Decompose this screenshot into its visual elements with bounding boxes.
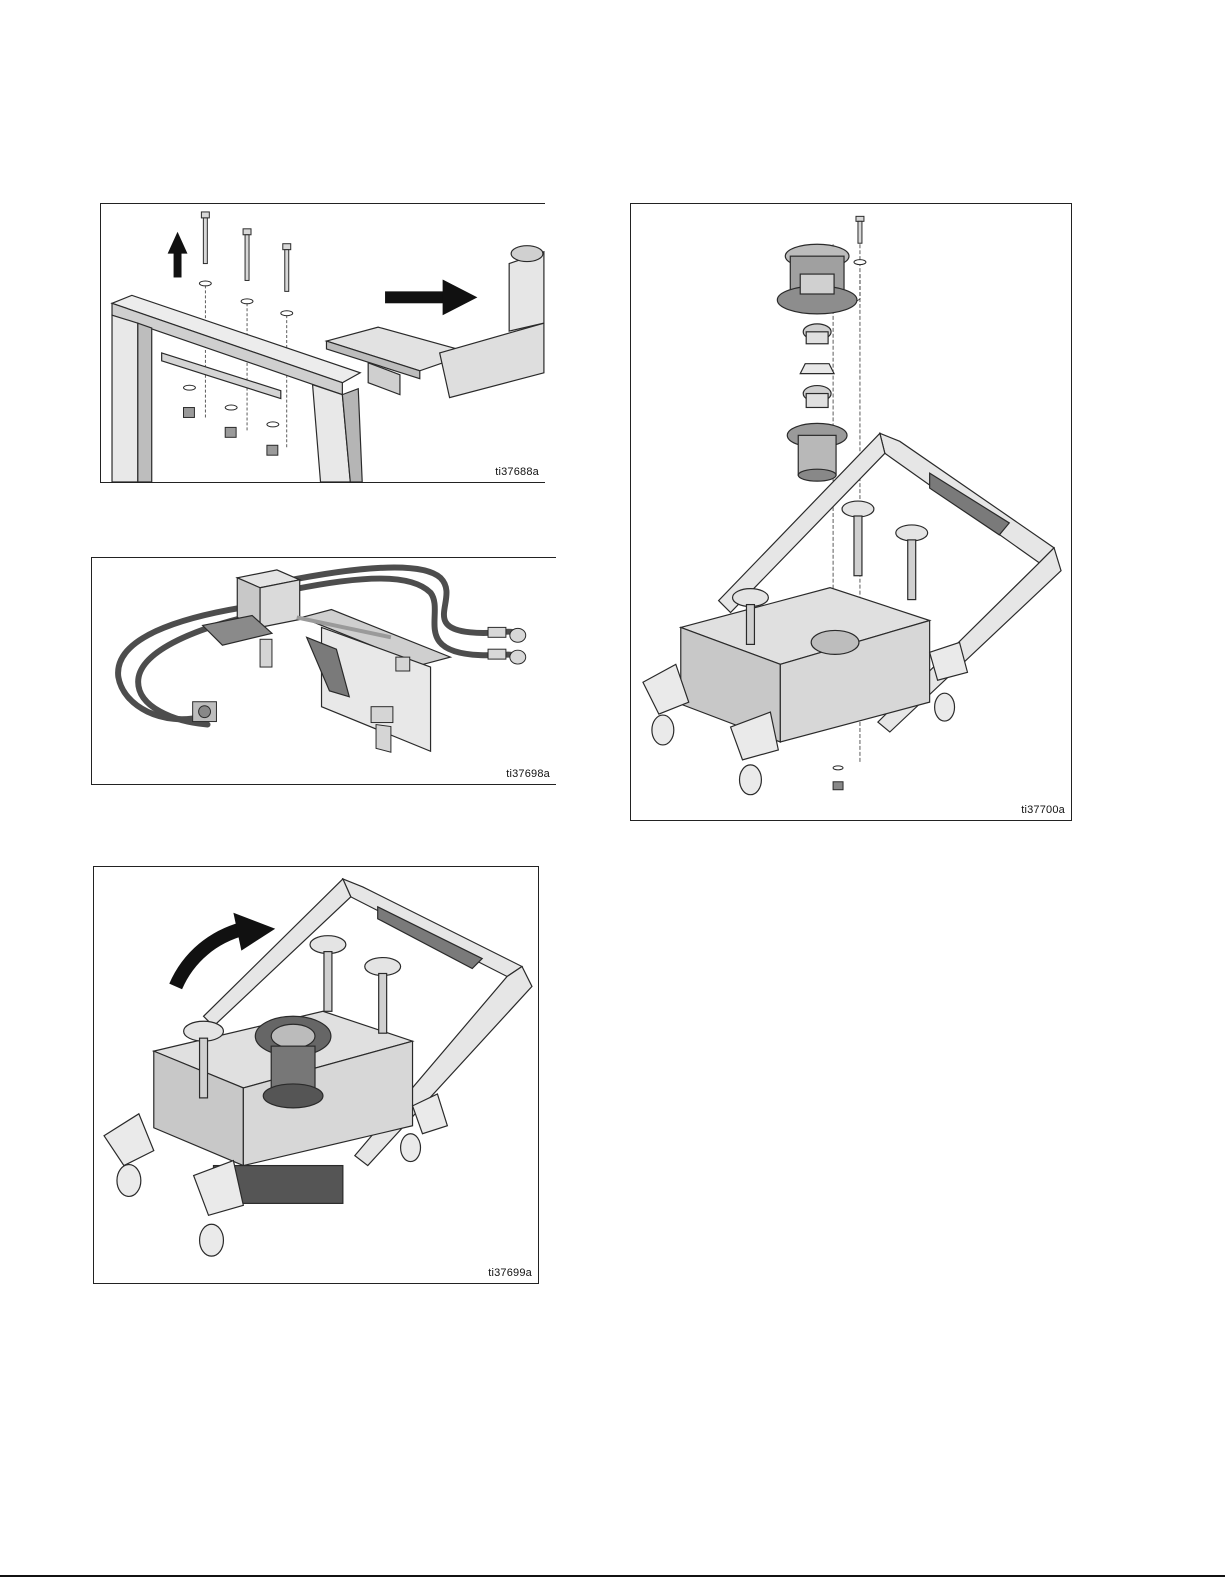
figure-exploded-hub: ti37700a	[630, 203, 1072, 821]
right-arrow-icon	[385, 279, 477, 315]
footer-rule	[0, 1575, 1225, 1577]
rotate-frame-illustration	[94, 867, 538, 1283]
figure-label: ti37698a	[506, 768, 550, 780]
exploded-hub-illustration	[631, 204, 1071, 820]
bolt-icon	[201, 212, 290, 291]
figure-label: ti37700a	[1021, 804, 1065, 816]
figure-rotate-frame: ti37699a	[93, 866, 539, 1284]
figure-hydraulic-manifold: ti37698a	[91, 557, 556, 785]
up-arrow-icon	[168, 232, 188, 278]
bolt-removal-illustration	[101, 204, 545, 482]
figure-label: ti37699a	[488, 1267, 532, 1279]
figure-bolt-removal: ti37688a	[100, 203, 545, 483]
figure-label: ti37688a	[495, 466, 539, 478]
hydraulic-manifold-illustration	[92, 558, 556, 784]
